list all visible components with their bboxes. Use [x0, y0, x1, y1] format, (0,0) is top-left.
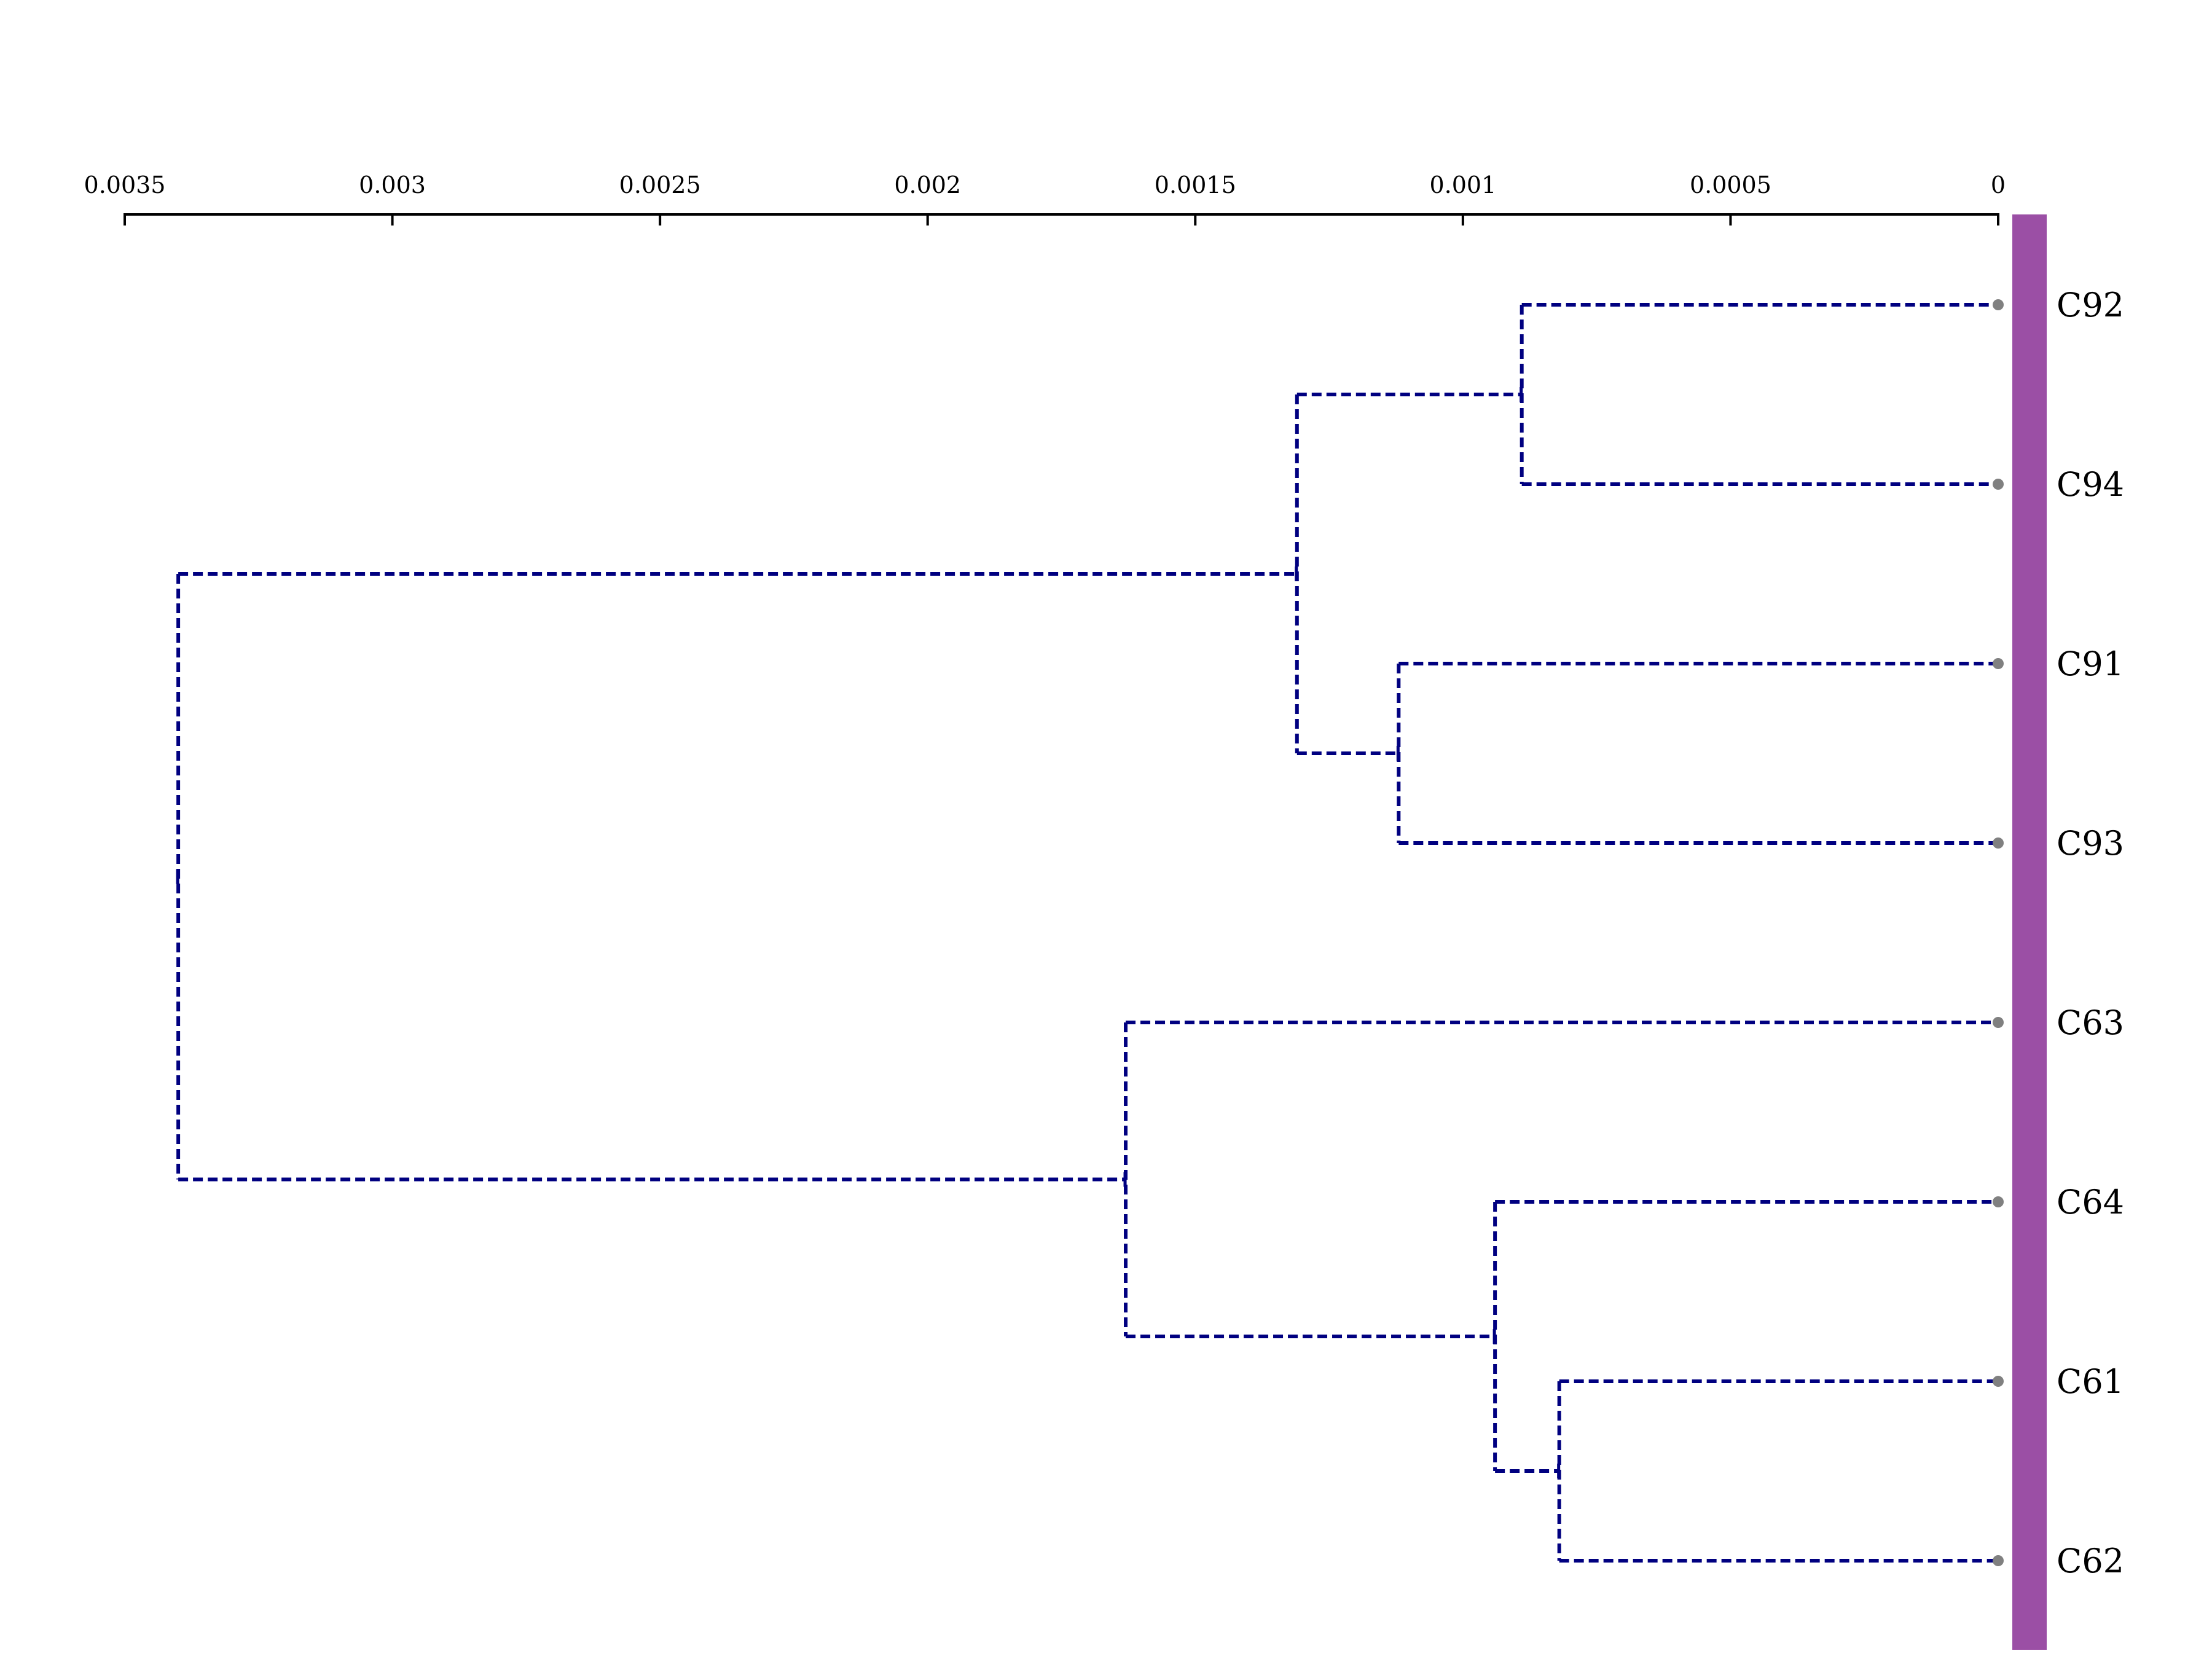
- leaf-marker-C92: [1993, 299, 2004, 310]
- leaf-marker-C64: [1993, 1196, 2004, 1207]
- axis-tick-label: 0.003: [359, 171, 426, 198]
- leaf-label-C93: C93: [2057, 824, 2124, 863]
- leaf-label-C91: C91: [2057, 645, 2124, 683]
- leaf-label-C94: C94: [2057, 465, 2124, 504]
- axis-tick-label: 0.0015: [1155, 171, 1236, 198]
- leaf-label-C61: C61: [2057, 1362, 2124, 1401]
- leaf-label-C92: C92: [2057, 286, 2124, 324]
- cluster-color-bar: [2012, 214, 2047, 1650]
- leaf-marker-C91: [1993, 658, 2004, 669]
- leaf-marker-C63: [1993, 1017, 2004, 1028]
- axis-tick-label: 0.001: [1429, 171, 1496, 198]
- distance-axis: 0.0035 0.003 0.0025 0.002 0.0015 0.001 0.0005 0: [84, 171, 2006, 226]
- leaf-marker-C94: [1993, 479, 2004, 490]
- axis-tick-label: 0.0005: [1690, 171, 1771, 198]
- axis-tick-label: 0.0035: [84, 171, 166, 198]
- leaf-label-C62: C62: [2057, 1542, 2124, 1580]
- leaf-marker-C93: [1993, 837, 2004, 849]
- leaf-marker-C62: [1993, 1555, 2004, 1566]
- axis-tick-label: 0.0025: [619, 171, 701, 198]
- axis-tick-label: 0: [1991, 171, 2006, 198]
- dendrogram-branches: [176, 303, 1998, 1563]
- leaf-label-C64: C64: [2057, 1183, 2124, 1222]
- leaf-label-C63: C63: [2057, 1003, 2124, 1042]
- leaf-marker-C61: [1993, 1376, 2004, 1387]
- axis-tick-label: 0.002: [894, 171, 961, 198]
